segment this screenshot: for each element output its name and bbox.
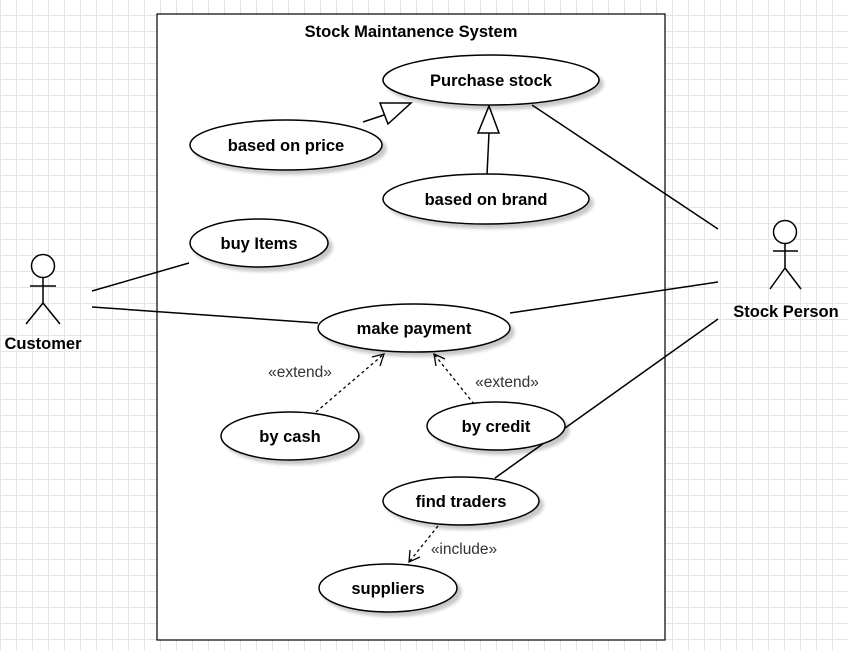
assoc-customer-make-payment[interactable] [91,306,319,324]
generalization-line [486,132,490,176]
generalization-brand[interactable] [476,103,501,176]
use-case-shape [317,303,511,353]
actor-label: Customer [4,335,82,353]
extend-label-cash: «extend» [268,364,332,381]
dependency-line [315,353,385,413]
use-case-shape [382,54,600,106]
dependency-line [408,525,439,563]
extend-credit[interactable] [433,352,475,405]
use-case-find-traders[interactable]: find traders [382,476,540,526]
use-case-shape [189,119,383,171]
use-case-shape [426,401,566,451]
stick-figure-icon [769,219,802,290]
assoc-find-traders-stock-person[interactable] [494,318,719,479]
generalization-line [362,114,385,123]
include-label: «include» [431,541,497,558]
use-case-make-payment[interactable]: make payment [317,303,511,353]
use-case-label: based on price [228,137,344,155]
dependency-line [433,353,475,405]
assoc-purchase-stock-stock-person[interactable] [531,104,719,230]
use-case-shape [189,218,329,268]
associations [91,104,719,479]
assoc-customer-buy-items[interactable] [91,262,190,292]
use-case-shape [382,173,590,225]
assoc-make-payment-stock-person[interactable] [509,281,719,314]
use-case-by-cash[interactable]: by cash [220,411,360,461]
use-case-label: find traders [416,493,507,511]
use-case-label: based on brand [425,191,548,209]
open-arrowhead [408,549,421,564]
use-case-shape [220,411,360,461]
use-case-purchase-stock[interactable]: Purchase stock [382,54,600,106]
system-title: Stock Maintanence System [305,23,518,41]
use-case-label: buy Items [220,235,297,253]
use-case-based-on-price[interactable]: based on price [189,119,383,171]
generalization-arrowhead [476,103,501,134]
use-case-label: make payment [357,320,472,338]
generalization-price[interactable] [362,102,413,126]
actor-customer[interactable]: Customer [4,253,82,354]
use-case-shape [382,476,540,526]
extend-cash[interactable] [315,353,385,413]
actor-stock-person[interactable]: Stock Person [733,219,839,322]
use-case-based-on-brand[interactable]: based on brand [382,173,590,225]
extend-label-credit: «extend» [475,374,539,391]
use-case-label: by cash [259,428,320,446]
actor-label: Stock Person [733,303,838,321]
use-case-suppliers[interactable]: suppliers [318,563,458,613]
open-arrowhead [433,352,446,367]
use-case-label: by credit [462,418,531,436]
generalization-arrowhead [378,102,413,126]
open-arrowhead [371,353,385,367]
include-suppliers[interactable] [408,525,439,564]
stick-figure-icon [25,253,61,325]
use-case-label: Purchase stock [430,72,553,90]
use-case-shape [318,563,458,613]
use-case-buy-items[interactable]: buy Items [189,218,329,268]
use-case-label: suppliers [351,580,424,598]
use-case-by-credit[interactable]: by credit [426,401,566,451]
